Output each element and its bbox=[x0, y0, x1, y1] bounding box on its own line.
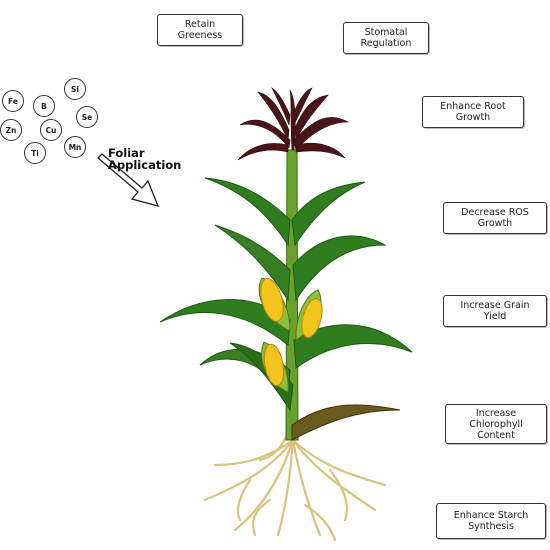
corn-cob-3 bbox=[261, 341, 289, 393]
effect-decrease-ros-growth: Decrease ROS Growth bbox=[443, 202, 547, 234]
element-b: B bbox=[33, 95, 55, 117]
effect-increase-grain-yield: Increase Grain Yield bbox=[443, 295, 547, 327]
corn-cob-2 bbox=[295, 289, 323, 341]
tassel bbox=[237, 87, 350, 161]
corn-cob-1 bbox=[258, 277, 291, 331]
element-fe: Fe bbox=[2, 90, 24, 112]
element-mn: Mn bbox=[64, 136, 86, 158]
foliar-arrow bbox=[97, 153, 160, 207]
effect-enhance-starch-synthesis: Enhance Starch Synthesis bbox=[436, 503, 546, 539]
element-si: Si bbox=[64, 78, 86, 100]
effect-increase-chlorophyll-content: Increase Chlorophyll Content bbox=[445, 404, 547, 444]
dead-leaf bbox=[291, 404, 401, 441]
element-zn: Zn bbox=[0, 119, 22, 141]
effect-enhance-root-growth: Enhance Root Growth bbox=[422, 96, 524, 128]
element-cu: Cu bbox=[40, 119, 62, 141]
element-ti: Ti bbox=[24, 142, 46, 164]
effect-stomatal-regulation: Stomatal Regulation bbox=[343, 22, 429, 54]
element-se: Se bbox=[76, 106, 98, 128]
effect-retain-greeness: Retain Greeness bbox=[157, 14, 243, 46]
leaves bbox=[159, 177, 413, 412]
foliar-application-label: Foliar Application bbox=[108, 146, 182, 172]
